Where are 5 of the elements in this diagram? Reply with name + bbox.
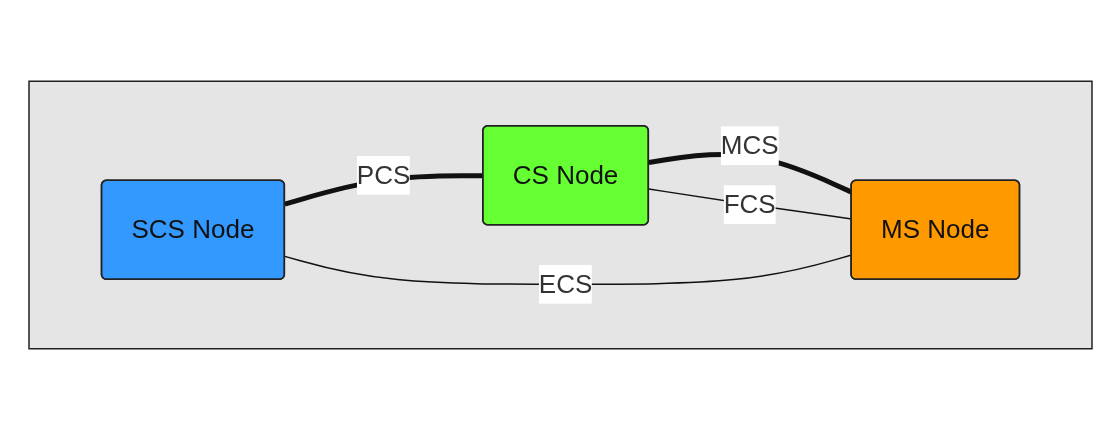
edge-label: PCS — [356, 159, 410, 190]
edge-label: MCS — [720, 130, 779, 161]
edge-label: ECS — [538, 268, 592, 299]
edge-label: FCS — [723, 189, 776, 220]
cluster — [27, 80, 1093, 350]
